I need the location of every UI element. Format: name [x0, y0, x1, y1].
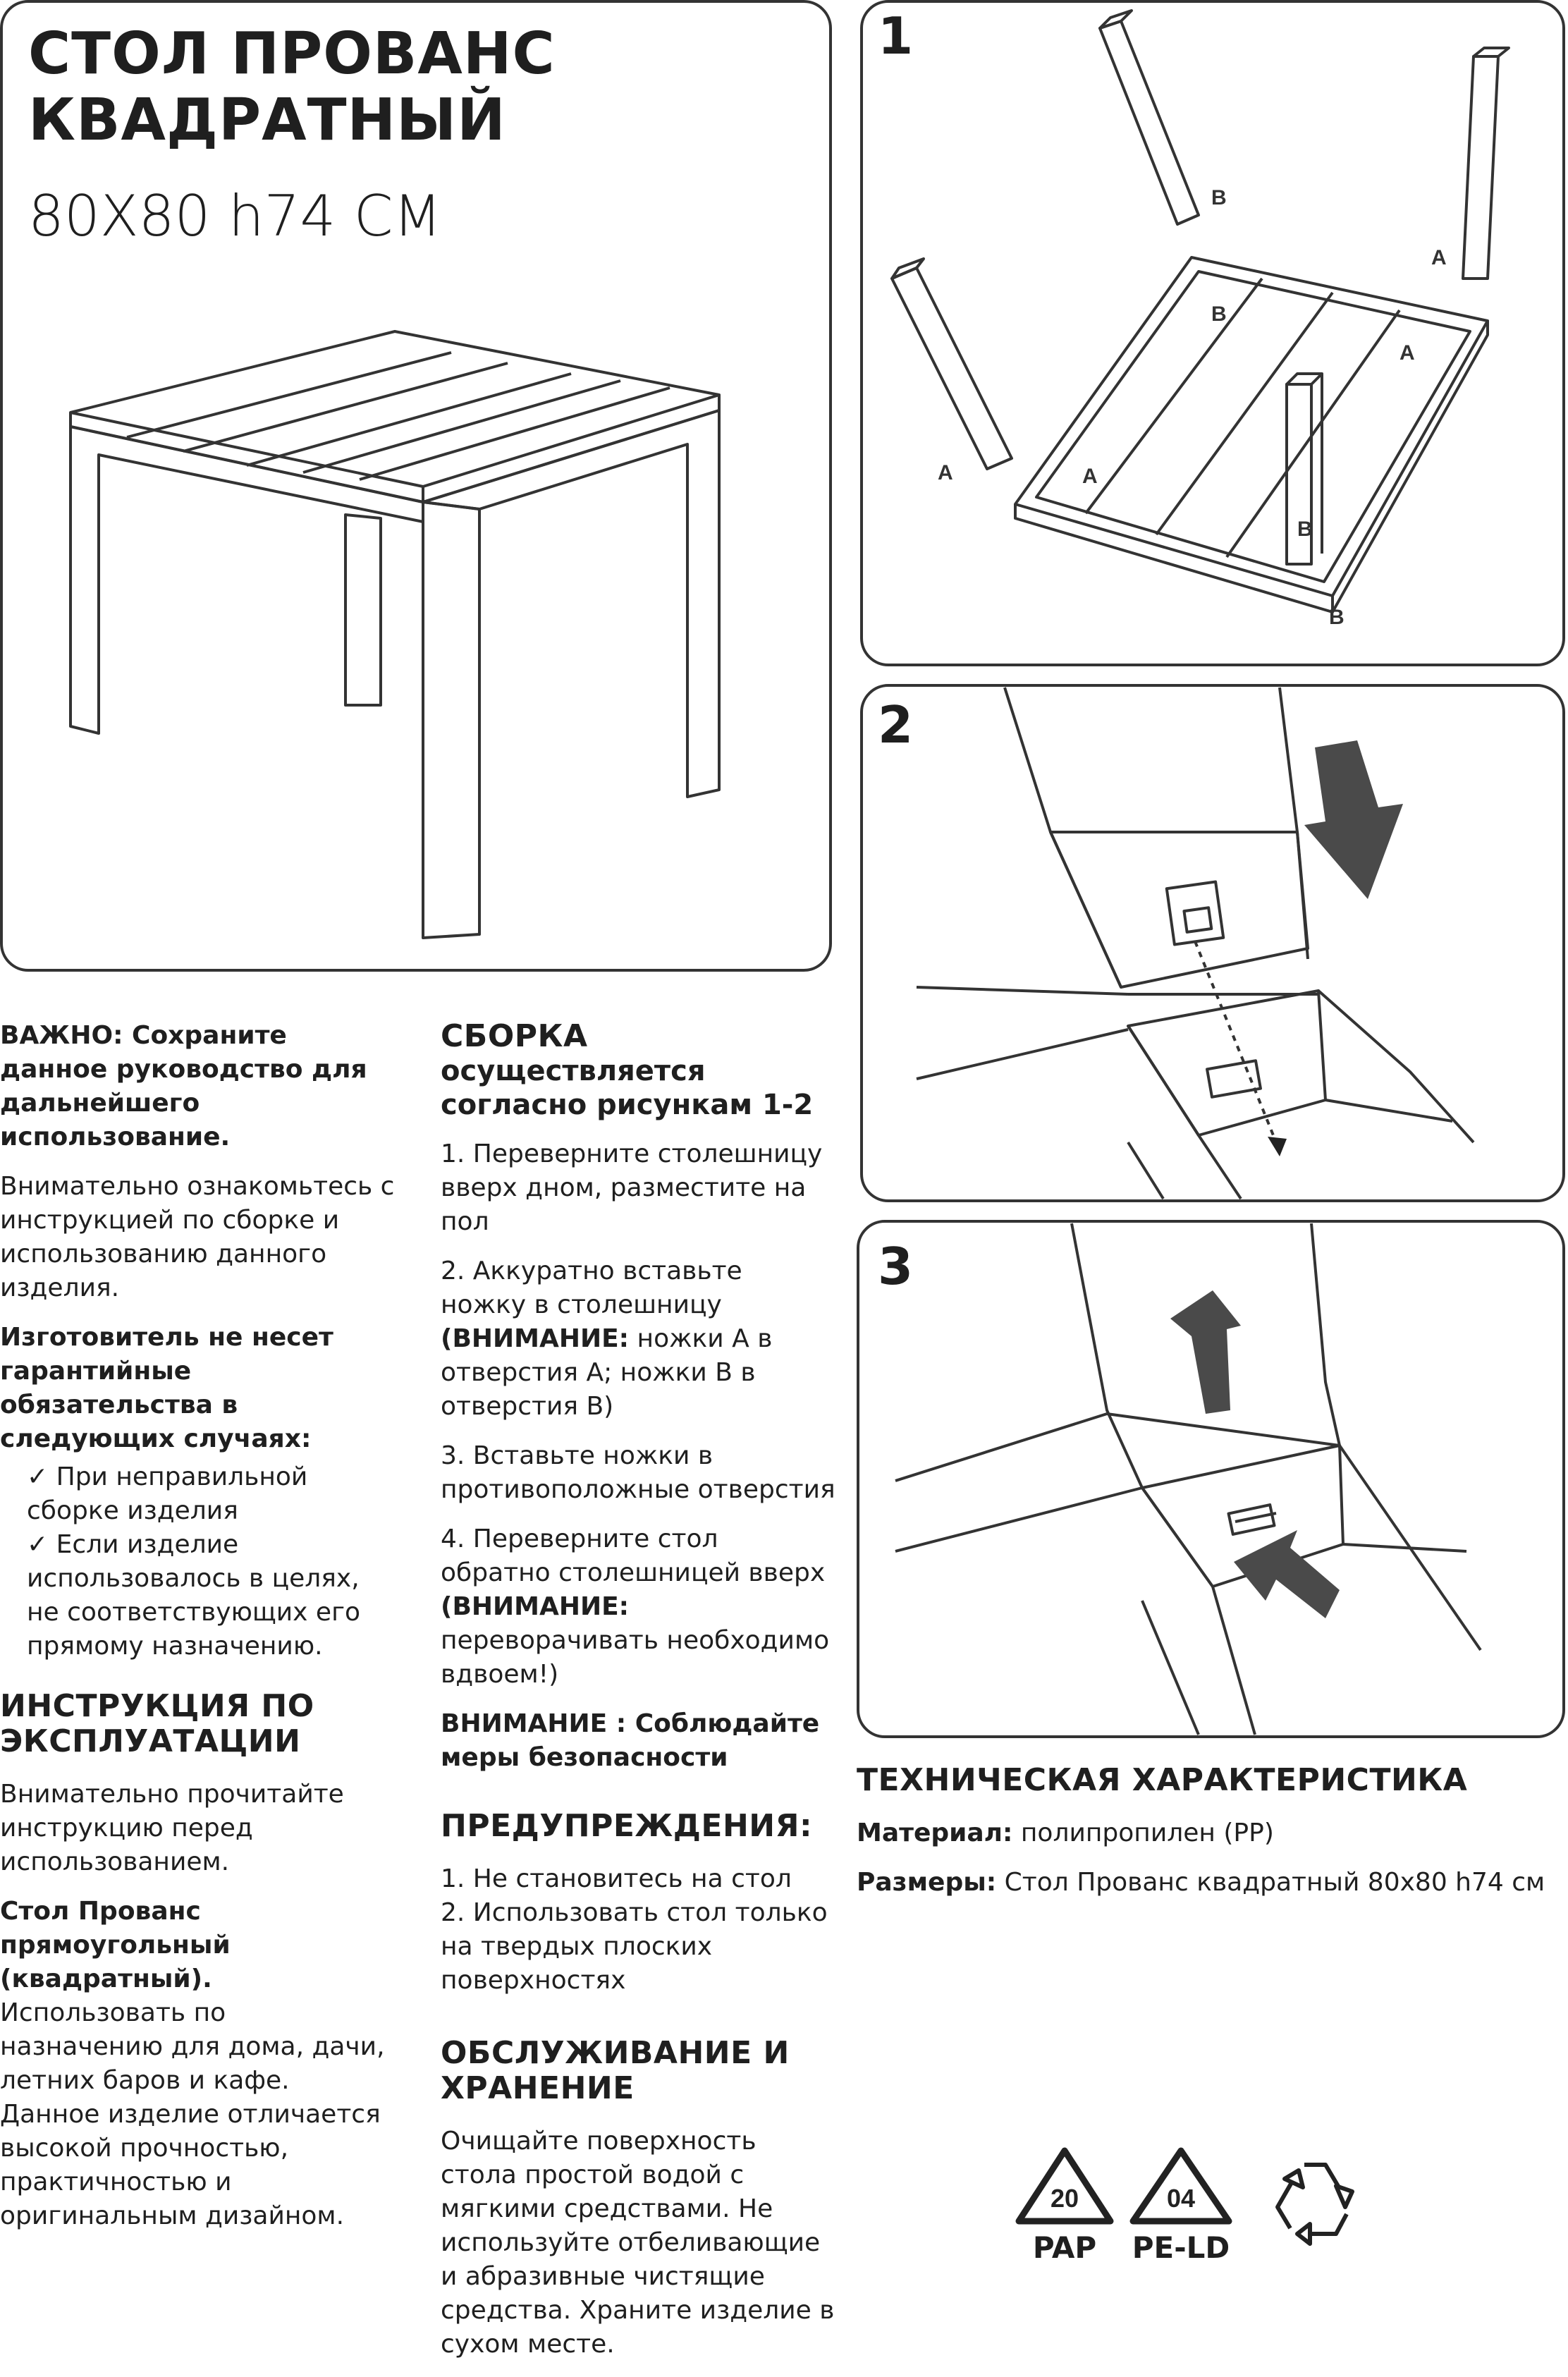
product-text: Использовать по назначению для дома, дач…	[0, 1998, 385, 2230]
title-line-2: КВАДРАТНЫЙ	[28, 87, 506, 154]
step1-number: 1	[878, 6, 914, 66]
label-a-3: A	[938, 461, 953, 484]
pap-code: 20	[1051, 2184, 1079, 2213]
label-a-4: A	[1082, 465, 1098, 488]
assembly-heading: СБОРКА	[441, 1018, 588, 1054]
product-dimensions: 80X80 h74 CM	[28, 183, 442, 249]
safety-note: ВНИМАНИЕ : Соблюдайте меры безопасности	[441, 1709, 820, 1772]
assembly-step-1: 1. Переверните столешницу вверх дном, ра…	[441, 1139, 823, 1236]
recycling-arrows-icon	[1275, 2163, 1354, 2246]
warranty-item-2: ✓ Если изделие использовалось в целях, н…	[27, 1530, 361, 1661]
important-heading: ВАЖНО:	[0, 1021, 123, 1050]
middle-column: СБОРКА осуществляется согласно рисункам …	[441, 1019, 835, 2377]
warranty-heading: Изготовитель не несет гарантийные обязат…	[0, 1323, 333, 1453]
label-b-2: B	[1211, 303, 1227, 326]
spec-size: Размеры: Стол Прованс квадратный 80х80 h…	[857, 1868, 1545, 1897]
step2-panel	[860, 684, 1565, 1202]
assembly-step-2: 2. Аккуратно вставьте ножку в столешницу…	[441, 1257, 773, 1421]
operation-heading: ИНСТРУКЦИЯ ПО ЭКСПЛУАТАЦИИ	[0, 1688, 314, 1759]
warranty-item-1: ✓ При неправильной сборке изделия	[27, 1462, 308, 1525]
step2-number: 2	[878, 695, 914, 754]
assembly-step-3: 3. Вставьте ножки в противоположные отве…	[441, 1441, 835, 1504]
specs-section: ТЕХНИЧЕСКАЯ ХАРАКТЕРИСТИКА Материал: пол…	[857, 1763, 1562, 1915]
product-description: Стол Прованс прямоугольный (квадратный).…	[0, 1895, 395, 2233]
step3-illustration	[895, 1223, 1482, 1735]
operation-intro: Внимательно прочитайте инструкцию перед …	[0, 1780, 344, 1876]
warnings-heading: ПРЕДУПРЕЖДЕНИЯ:	[441, 1808, 813, 1844]
important-text: Сохраните данное руководство для дальней…	[0, 1021, 367, 1151]
warranty-list: ✓ При неправильной сборке изделия ✓ Если…	[0, 1460, 395, 1663]
warning-item-2: 2. Использовать стол только на твердых п…	[441, 1898, 828, 1995]
maintenance-heading: ОБСЛУЖИВАНИЕ И ХРАНЕНИЕ	[441, 2035, 790, 2106]
label-b-3: B	[1297, 518, 1313, 541]
warnings-list: 1. Не становитесь на стол 2. Использоват…	[441, 1862, 835, 1998]
check-icon: ✓	[27, 1530, 49, 1559]
recycle-triangle-icon: 20	[1015, 2147, 1114, 2225]
important-note: ВАЖНО: Сохраните данное руководство для …	[0, 1019, 395, 1154]
label-b-4: B	[1329, 606, 1345, 629]
recycle-triangle-icon: 04	[1129, 2147, 1232, 2225]
pe-code: 04	[1167, 2184, 1195, 2213]
table-illustration	[69, 330, 721, 939]
left-column: ВАЖНО: Сохраните данное руководство для …	[0, 1019, 395, 2249]
spec-material: Материал: полипропилен (PP)	[857, 1819, 1274, 1847]
pe-label: PE-LD	[1132, 2230, 1230, 2265]
recycle-pap: 20 PAP	[1012, 2144, 1117, 2265]
product-heading: Стол Прованс прямоугольный (квадратный).	[0, 1897, 231, 1993]
pap-label: PAP	[1032, 2230, 1097, 2265]
step1-illustration: B A B A A A B B	[890, 9, 1510, 629]
assembly-step-4: 4. Переверните стол обратно столешницей …	[441, 1524, 830, 1689]
label-a-2: A	[1399, 341, 1415, 365]
warning-item-1: 1. Не становитесь на стол	[441, 1864, 792, 1893]
step3-number: 3	[878, 1237, 914, 1296]
label-b-1: B	[1211, 186, 1227, 209]
recycle-pe-ld: 04 PE-LD	[1125, 2144, 1237, 2265]
product-title: СТОЛ ПРОВАНС КВАДРАТНЫЙ	[28, 21, 556, 154]
check-icon: ✓	[27, 1462, 49, 1491]
maintenance-text: Очищайте поверхность стола простой водой…	[441, 2127, 835, 2359]
important-intro: Внимательно ознакомьтесь с инструкцией п…	[0, 1172, 395, 1302]
assembly-subheading: осуществляется согласно рисункам 1-2	[441, 1055, 814, 1121]
title-line-1: СТОЛ ПРОВАНС	[28, 20, 556, 87]
step2-illustration	[916, 687, 1475, 1200]
step1-panel	[860, 0, 1565, 666]
label-a-1: A	[1431, 246, 1447, 269]
specs-heading: ТЕХНИЧЕСКАЯ ХАРАКТЕРИСТИКА	[857, 1762, 1468, 1798]
